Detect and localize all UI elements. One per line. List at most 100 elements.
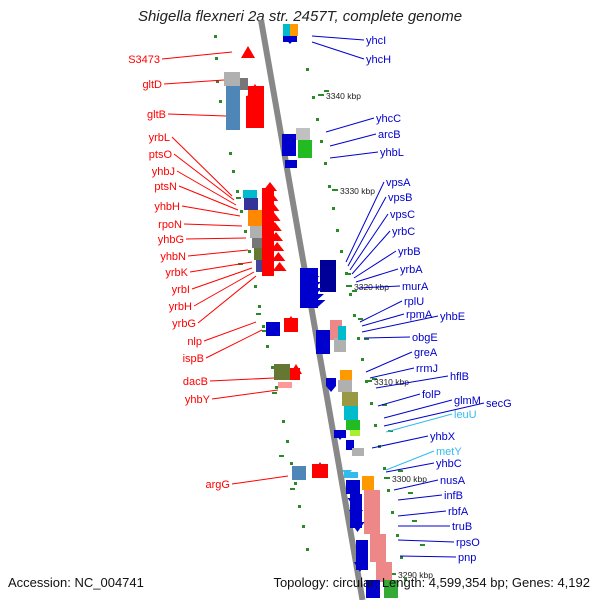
gene-leader-line <box>187 249 249 257</box>
tick-mark <box>306 548 309 551</box>
gene-label-right: metY <box>436 446 462 458</box>
tick-mark <box>364 338 369 340</box>
tick-mark <box>286 440 289 443</box>
gene-arrow <box>290 364 302 374</box>
gene-label-right: yhbL <box>380 147 404 159</box>
gene-label-right: murA <box>402 281 429 293</box>
tick-mark <box>320 140 323 143</box>
gene-label-left: yhbJ <box>152 166 175 178</box>
tick-mark <box>361 358 364 361</box>
page-title: Shigella flexneri 2a str. 2457T, complet… <box>137 8 463 25</box>
tick-mark <box>332 207 335 210</box>
kbp-tick <box>390 573 396 575</box>
tick-mark <box>244 230 247 233</box>
gene-leader-line <box>371 435 429 449</box>
gene-block <box>338 326 346 340</box>
gene-label-left: ptsO <box>149 149 173 161</box>
tick-mark <box>383 467 386 470</box>
gene-block <box>252 238 266 248</box>
gene-label-right: arcB <box>378 129 401 141</box>
gene-block <box>244 198 258 210</box>
gene-label-right: yhcI <box>366 35 386 47</box>
gene-leader-line <box>353 250 397 279</box>
gene-block <box>366 580 380 598</box>
tick-mark <box>266 345 269 348</box>
gene-leader-line <box>393 479 439 491</box>
gene-block <box>320 260 336 292</box>
gene-leader-line <box>185 237 247 240</box>
gene-label-left: yrbH <box>169 301 192 313</box>
tick-mark <box>236 197 241 199</box>
gene-label-right: greA <box>414 347 438 359</box>
gene-leader-line <box>383 402 485 427</box>
gene-block <box>246 96 264 128</box>
tick-mark <box>370 402 373 405</box>
gene-leader-line <box>385 462 435 473</box>
tick-mark <box>352 290 357 292</box>
gene-leader-line <box>161 51 233 60</box>
tick-mark <box>229 152 232 155</box>
gene-arrow <box>307 300 326 308</box>
gene-arrow <box>270 242 285 251</box>
gene-label-right: vpsA <box>386 177 411 189</box>
kbp-tick <box>384 477 390 479</box>
gene-label-left: S3473 <box>128 54 160 66</box>
gene-block <box>278 382 292 388</box>
gene-label-right: obgE <box>412 332 438 344</box>
tick-mark <box>408 492 413 494</box>
gene-label-right: yhbC <box>436 458 462 470</box>
gene-arrow <box>334 432 346 440</box>
gene-arrow <box>301 276 320 284</box>
gene-block <box>296 128 310 140</box>
gene-arrow <box>349 510 363 520</box>
gene-block <box>298 140 312 158</box>
gene-leader-line <box>325 117 375 133</box>
gene-block <box>344 406 358 420</box>
gene-label-right: leuU <box>454 409 477 421</box>
tick-mark <box>282 420 285 423</box>
gene-leader-line <box>357 285 401 289</box>
gene-leader-line <box>375 375 449 389</box>
gene-block <box>248 210 262 226</box>
gene-label-right: yhcH <box>366 54 391 66</box>
tick-mark <box>398 470 403 472</box>
tick-mark <box>279 455 284 457</box>
gene-leader-line <box>167 113 227 117</box>
gene-leader-line <box>349 213 389 271</box>
gene-label-left: yhbN <box>160 251 186 263</box>
gene-leader-line <box>377 393 421 407</box>
tick-mark <box>357 337 360 340</box>
gene-block <box>226 86 240 130</box>
gene-arrow <box>246 84 264 98</box>
gene-block <box>344 472 358 478</box>
gene-leader-line <box>361 315 439 333</box>
gene-leader-line <box>311 35 365 41</box>
tick-mark <box>382 404 387 406</box>
gene-leader-line <box>203 321 257 342</box>
gene-leader-line <box>363 336 411 339</box>
gene-block <box>376 562 392 582</box>
gene-arrow <box>284 316 298 326</box>
gene-block <box>262 188 274 276</box>
tick-mark <box>306 68 309 71</box>
gene-label-right: vpsB <box>388 192 412 204</box>
gene-arrow <box>267 222 282 231</box>
gene-leader-line <box>385 413 453 433</box>
genome-backbone <box>258 19 366 600</box>
gene-label-left: ispB <box>183 353 204 365</box>
tick-mark <box>219 100 222 103</box>
gene-arrow <box>269 232 283 241</box>
gene-label-left: yrbG <box>172 318 196 330</box>
gene-label-right: yrbA <box>400 264 423 276</box>
gene-leader-line <box>173 153 235 201</box>
gene-block <box>274 364 290 380</box>
gene-label-left: dacB <box>183 376 208 388</box>
gene-leader-line <box>385 450 435 471</box>
gene-label-left: yhbY <box>185 394 211 406</box>
gene-arrow <box>272 262 287 271</box>
tick-mark <box>374 424 377 427</box>
gene-label-right: folP <box>422 389 441 401</box>
tick-mark <box>262 330 267 332</box>
gene-label-right: yrbC <box>392 226 415 238</box>
gene-arrow <box>241 46 255 58</box>
